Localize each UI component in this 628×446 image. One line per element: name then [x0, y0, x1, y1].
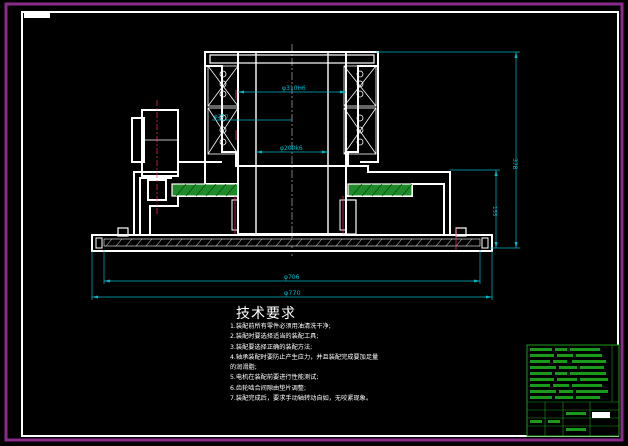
dim-d200: φ200k6 — [280, 145, 303, 152]
dimension-lines — [91, 51, 520, 300]
dim-h378: 378 — [511, 158, 518, 170]
right-bearings — [343, 65, 377, 155]
outer-frame — [4, 2, 624, 442]
dim-h155: 155 — [491, 206, 497, 217]
requirement-item: 3.装配要选择正确的装配方法; — [230, 343, 313, 351]
left-housing — [133, 161, 239, 235]
requirement-item: 2.装配时要选择适当的装配工具; — [230, 333, 319, 341]
requirement-item: 7.装配完成后，要求手动轴转动自如，无咬紧现象。 — [230, 395, 373, 403]
requirement-item: 6.齿轮啮合间隙由垫片调整; — [230, 384, 307, 392]
motor — [131, 109, 179, 201]
right-housing — [345, 165, 451, 235]
corner-label — [24, 12, 50, 18]
requirement-item: 1.装配前所有零件必须用油清洗干净; — [230, 323, 331, 330]
dim-d706: φ706 — [284, 274, 300, 281]
dim-d770: φ770 — [284, 289, 301, 297]
title-block — [526, 344, 620, 437]
tech-requirements-list: 1.装配前所有零件必须用油清洗干净; 2.装配时要选择适当的装配工具; 3.装配… — [230, 322, 378, 404]
tech-requirements-title: 技术要求 — [236, 306, 296, 322]
requirement-item: 5.电机在装配前要进行性能测试; — [230, 374, 319, 382]
requirement-item: 的润滑脂; — [230, 364, 257, 372]
dim-d310: φ310H6 — [282, 85, 306, 92]
inner-frame — [21, 11, 619, 437]
dim-d250: φ250 — [214, 114, 229, 120]
requirement-item: 4.轴承装配时要防止产生应力，并且装配完成要加足量 — [230, 353, 379, 361]
main-shaft — [237, 51, 347, 235]
